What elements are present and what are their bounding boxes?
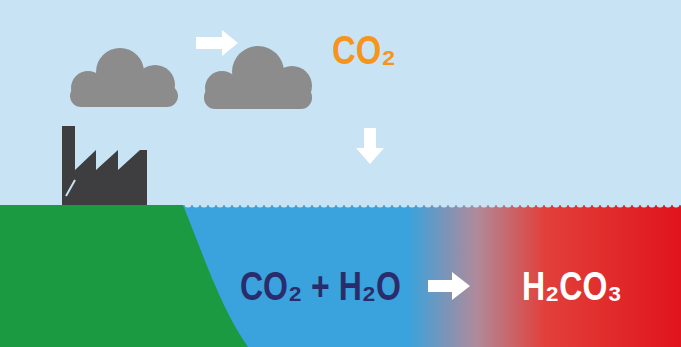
factory-detail	[66, 180, 75, 196]
land	[0, 205, 248, 347]
gas-formula: CO₂	[332, 30, 396, 70]
smoke-cloud	[204, 46, 312, 109]
product-formula: H₂CO₃	[522, 266, 622, 306]
wave-edge	[180, 205, 681, 209]
reactants-formula: CO₂ + H₂O	[240, 266, 401, 306]
smoke-cloud	[70, 48, 178, 107]
absorb-arrow	[356, 128, 384, 164]
drift-arrow	[196, 30, 238, 56]
ocean	[0, 205, 681, 347]
factory	[62, 126, 147, 205]
reaction-arrow	[428, 272, 470, 300]
